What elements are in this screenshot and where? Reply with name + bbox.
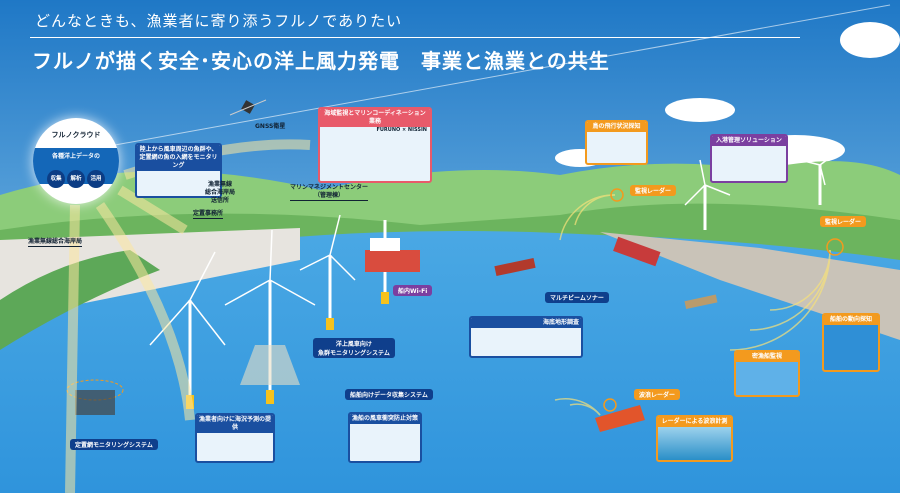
collision-prevention-panel: 漁船の風車衝突防止対策 [348, 412, 422, 463]
data-collection-tag: 船舶向けデータ収集システム [345, 389, 433, 400]
panel-heading: 海域監視とマリンコーディネーション業務 [320, 109, 430, 127]
port-entry-panel: 入港管理ソリューション [710, 134, 788, 183]
fish-monitoring-tag: 洋上風車向け 魚群モニタリングシステム [313, 338, 395, 358]
panel-heading: 入港管理ソリューション [712, 136, 786, 146]
wave-measurement-panel: レーダーによる波浪計測 [656, 415, 733, 462]
panel-heading: 鳥の飛行状況探知 [587, 122, 646, 132]
surveillance-radar-tag-1: 監視レーダー [630, 185, 677, 196]
subtitle: どんなときも、漁業者に寄り添うフルノでありたい [35, 12, 403, 30]
coast-station-label: 漁業無線総合海岸局 [28, 238, 83, 247]
surveillance-radar-tag-2: 監視レーダー [820, 216, 867, 227]
bird-detection-panel: 鳥の飛行状況探知 [585, 120, 648, 165]
marine-management-center-label: マリンマネジメントセンター （管理棟） [290, 184, 369, 201]
panel-heading: 船舶の動向探知 [824, 315, 878, 325]
panel-heading: 海底地形調査 [471, 318, 581, 328]
furuno-cloud: フルノクラウド 各種洋上データの 収集 解析 活用 [33, 118, 119, 204]
panel-heading: 陸上から風車周辺の魚群や、定置網の魚の入網をモニタリング [137, 145, 220, 171]
shore-monitoring-panel: 陸上から風車周辺の魚群や、定置網の魚の入網をモニタリング [135, 143, 222, 198]
fixed-net-office-label: 定置事務所 [193, 210, 224, 219]
control-center-panel: 海域監視とマリンコーディネーション業務 FURUNO × NISSIN [318, 107, 432, 183]
panel-heading: レーダーによる波浪計測 [658, 417, 731, 427]
panel-heading: 漁船の風車衝突防止対策 [350, 414, 420, 424]
onboard-wifi-tag: 船内Wi-Fi [393, 285, 433, 296]
gnss-satellite-label: GNSS衛星 [255, 123, 286, 130]
radio-transmitter-label: 漁業無線 総合海岸局 送信所 [205, 181, 236, 204]
fixed-net-monitoring-tag: 定置網モニタリングシステム [70, 439, 158, 450]
panel-heading: 密漁船監視 [736, 352, 798, 362]
partner-logos: FURUNO × NISSIN [376, 127, 427, 133]
chip-utilize: 活用 [87, 170, 105, 188]
chip-collect: 収集 [47, 170, 65, 188]
page-title: フルノが描く安全･安心の洋上風力発電 事業と漁業との共生 [32, 49, 610, 73]
header-divider [30, 37, 800, 38]
cloud-name: フルノクラウド [51, 131, 101, 139]
vessel-trend-panel: 船舶の動向探知 [822, 313, 880, 372]
panel-heading: 漁業者向けに海況予測の提供 [197, 415, 273, 433]
chip-analyze: 解析 [67, 170, 85, 188]
forecast-panel: 漁業者向けに海況予測の提供 [195, 413, 275, 463]
multibeam-sonar-tag: マルチビームソナー [545, 292, 609, 303]
poaching-watch-panel: 密漁船監視 [734, 350, 800, 397]
wave-radar-tag: 波浪レーダー [634, 389, 681, 400]
seabed-survey-panel: 海底地形調査 [469, 316, 583, 358]
